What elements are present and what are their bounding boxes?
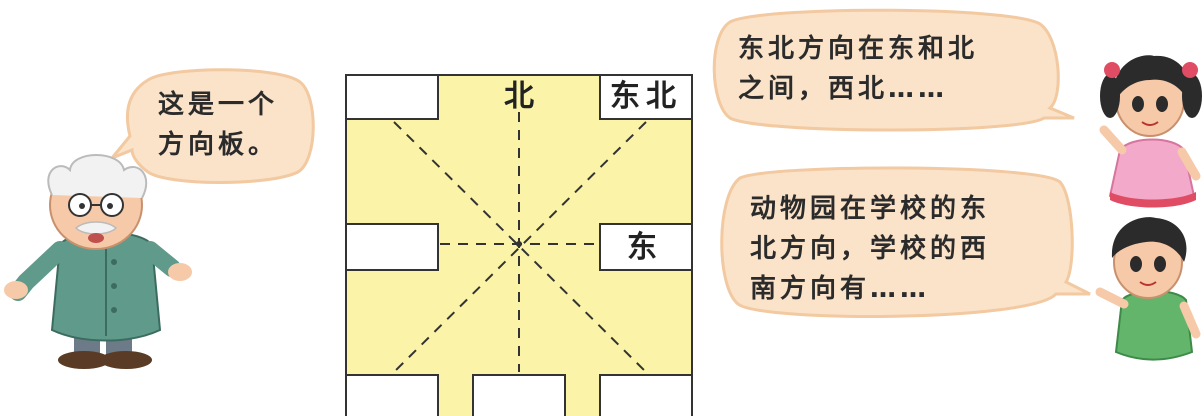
north-label: 北	[504, 79, 534, 114]
grandpa-speech-line-1: 这是一个	[158, 90, 279, 120]
board-center-dot	[516, 241, 522, 247]
northeast-label: 东北	[610, 79, 682, 114]
girl-speech-bubble	[712, 8, 1075, 132]
boy-speech-line-2: 北方向，学校的西	[750, 234, 991, 264]
northeast-box[interactable]	[599, 74, 693, 120]
grandpa-speech-line-2: 方向板。	[158, 130, 279, 160]
southeast-box[interactable]	[599, 374, 693, 416]
boy-speech-bubble	[720, 166, 1091, 318]
southwest-box[interactable]	[345, 374, 439, 416]
northwest-southeast-line	[393, 121, 647, 373]
east-box[interactable]	[599, 223, 693, 271]
west-box[interactable]	[345, 223, 439, 271]
girl-speech-line-2: 之间，西北……	[738, 74, 949, 104]
boy-speech-line-3: 南方向有……	[750, 274, 931, 304]
boy-speech-line-1: 动物园在学校的东	[750, 194, 991, 224]
girl-character	[1099, 55, 1202, 208]
girl-speech-line-1: 东北方向在东和北	[738, 34, 979, 64]
northeast-southwest-line	[393, 121, 647, 373]
grandpa-character	[4, 154, 192, 369]
east-label: 东	[627, 230, 657, 265]
grandpa-speech-bubble	[110, 68, 315, 184]
boy-character	[1095, 217, 1201, 361]
northwest-box[interactable]	[345, 74, 439, 120]
south-box[interactable]	[472, 374, 566, 416]
